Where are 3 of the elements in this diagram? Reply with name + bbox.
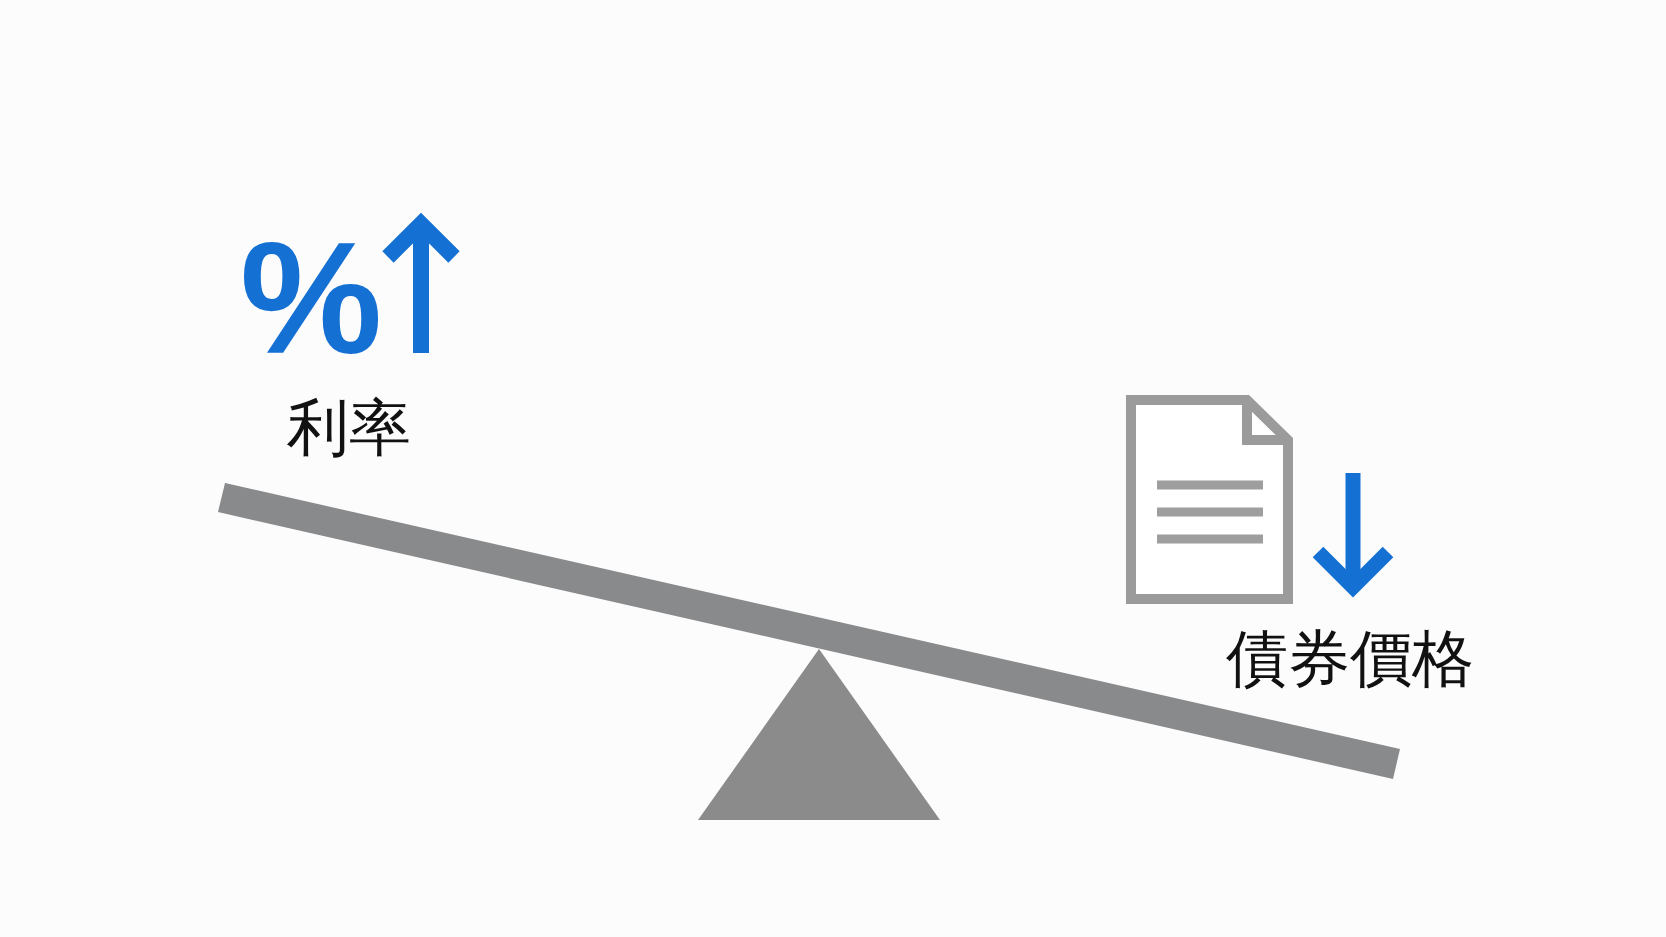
label: 債券價格: [1226, 628, 1474, 690]
percent-sign: %: [240, 218, 383, 378]
label: 利率: [287, 397, 411, 459]
